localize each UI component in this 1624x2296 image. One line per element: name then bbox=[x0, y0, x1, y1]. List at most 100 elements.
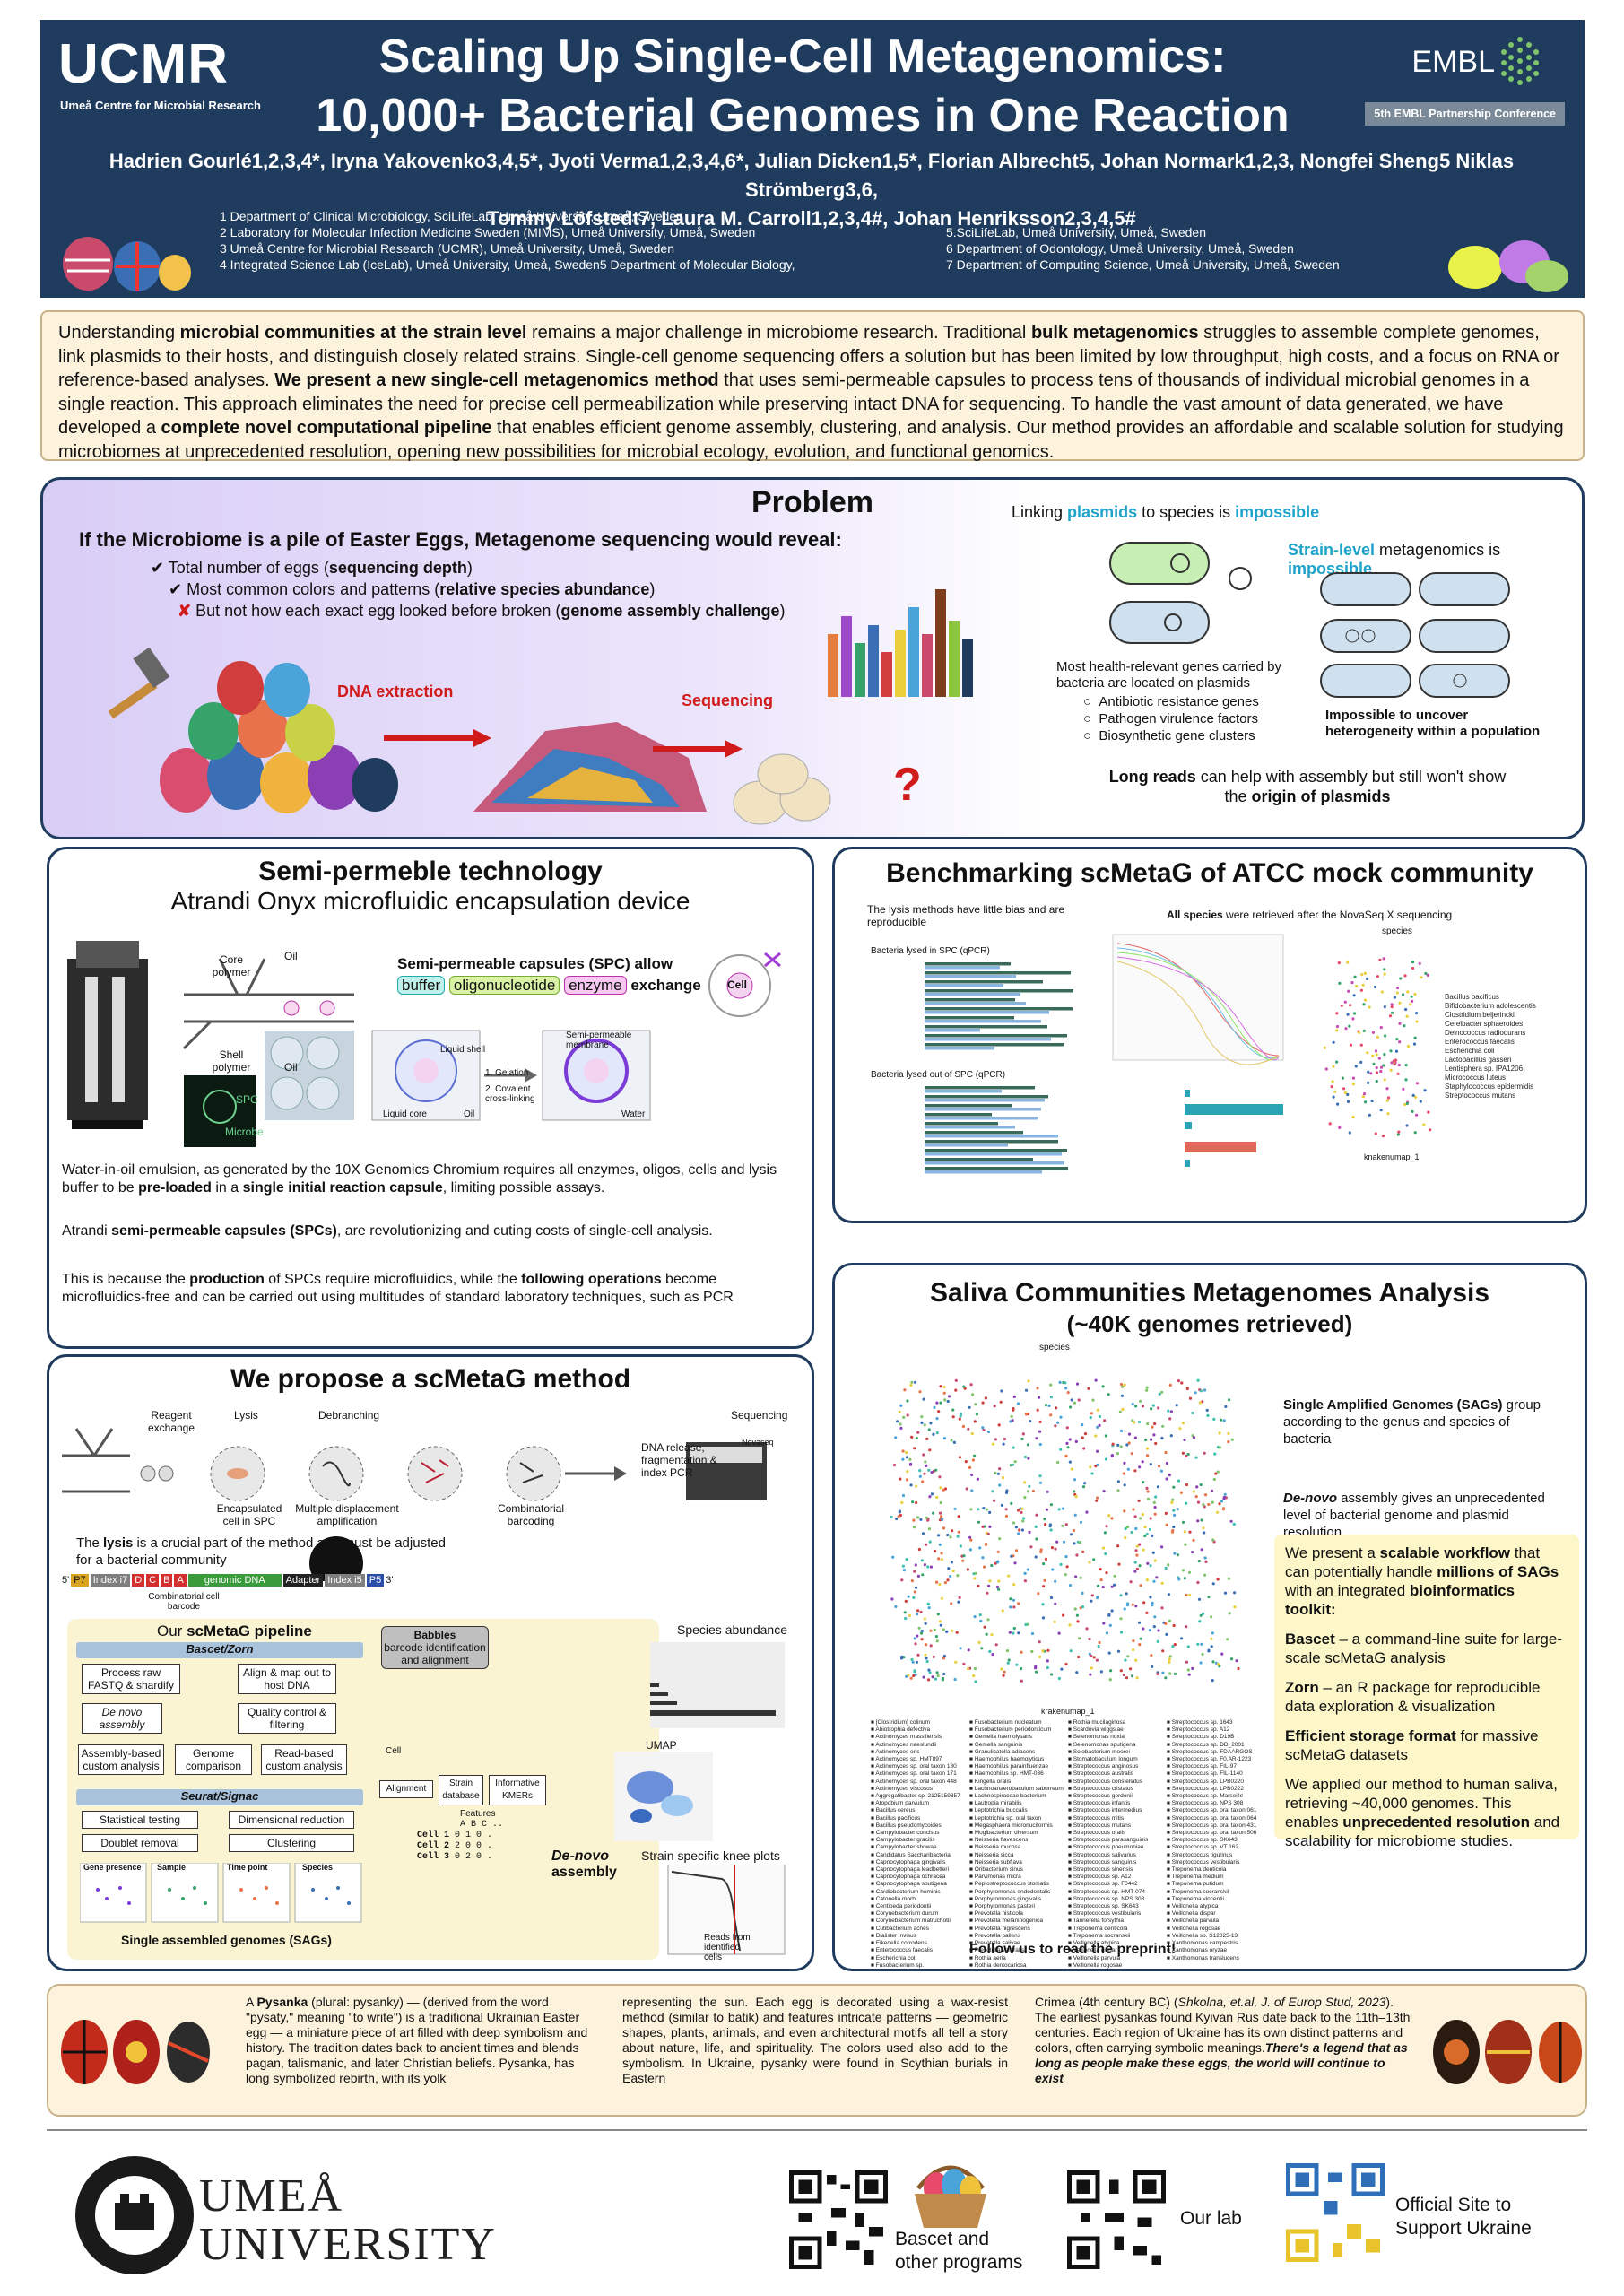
umap-point bbox=[1385, 1087, 1389, 1091]
exchange-labels: buffer oligonucleotide enzyme exchange bbox=[397, 976, 701, 995]
ukraine-qr-code[interactable] bbox=[1286, 2163, 1385, 2262]
conference-badge: 5th EMBL Partnership Conference bbox=[1365, 102, 1565, 126]
umap-point bbox=[1185, 1454, 1188, 1458]
author-list: Hadrien Gourlé1,2,3,4*, Iryna Yakovenko3… bbox=[76, 147, 1547, 233]
umap-point bbox=[951, 1529, 954, 1533]
umap-point bbox=[1389, 1049, 1393, 1053]
umap-point bbox=[1403, 1024, 1406, 1028]
qpcr-bar bbox=[925, 1011, 1049, 1014]
gene-item: ○ Pathogen virulence factors bbox=[1083, 711, 1259, 726]
umap-point bbox=[929, 1565, 934, 1569]
umap-point bbox=[1120, 1394, 1124, 1397]
workflow-emph: bioinformatics toolkit: bbox=[1285, 1582, 1515, 1618]
pysanka-legend: There's a legend that as long as people … bbox=[1035, 2040, 1408, 2085]
umap-point bbox=[1374, 1049, 1378, 1053]
umap-point bbox=[1375, 1079, 1378, 1083]
umap-point bbox=[1383, 972, 1386, 976]
umap-point bbox=[1131, 1402, 1134, 1406]
umap-point bbox=[1054, 1547, 1057, 1551]
umap-point bbox=[1415, 1020, 1419, 1023]
umap-point bbox=[968, 1535, 972, 1539]
legend-item: ■ Porphyromonas gingivalis bbox=[969, 1895, 1042, 1902]
umap-point bbox=[905, 1558, 908, 1561]
intro-emph: We present a new single-cell metagenomic… bbox=[274, 370, 719, 390]
umap-point bbox=[1099, 1568, 1102, 1571]
umap-point bbox=[1073, 1490, 1076, 1493]
umap-point bbox=[991, 1653, 994, 1657]
umap-point bbox=[1223, 1492, 1227, 1496]
umap-point bbox=[900, 1655, 904, 1658]
legend-item: ■ Streptococcus sanguinis bbox=[1068, 1858, 1137, 1866]
umap-point bbox=[1116, 1480, 1120, 1483]
lysis-emph: lysis bbox=[103, 1535, 134, 1551]
umap-point bbox=[1107, 1514, 1111, 1518]
legend-item: ■ Oribacterium sinus bbox=[969, 1866, 1023, 1874]
legend-item: ■ Eikenella corrodens bbox=[871, 1940, 927, 1947]
umap-point bbox=[1335, 1012, 1339, 1015]
umap-point bbox=[939, 1401, 942, 1405]
bascet-qr-code[interactable] bbox=[789, 2170, 888, 2269]
legend-item: Bifidobacterium adolescentis bbox=[1445, 1002, 1536, 1010]
umap-point bbox=[1137, 1621, 1142, 1624]
umap-point bbox=[892, 1463, 897, 1467]
umap-point bbox=[906, 1399, 909, 1403]
umap-point bbox=[1095, 1499, 1099, 1502]
umap-point bbox=[1211, 1631, 1214, 1635]
umap-point bbox=[904, 1599, 908, 1603]
umap-point bbox=[1094, 1378, 1098, 1382]
storage-text: for massive scMetaG datasets bbox=[1285, 1727, 1539, 1763]
lab-qr-code[interactable] bbox=[1067, 2170, 1166, 2269]
long-reads-note: Long reads can help with assembly but st… bbox=[1101, 767, 1514, 806]
umap-point bbox=[988, 1510, 992, 1514]
umap-point bbox=[942, 1526, 946, 1530]
umap-point bbox=[1107, 1651, 1111, 1655]
legend-item: ■ Neisseria flavescens bbox=[969, 1837, 1029, 1844]
legend-item: ■ Bacillus pseudomycoides bbox=[871, 1822, 942, 1829]
umap-point bbox=[1216, 1663, 1220, 1666]
sequencing-label: Sequencing bbox=[731, 1409, 788, 1422]
umap-point bbox=[1046, 1648, 1050, 1652]
easter-eggs-left-icon bbox=[63, 237, 191, 291]
umap-point bbox=[986, 1430, 991, 1434]
umap-point bbox=[1202, 1612, 1205, 1615]
umap-point bbox=[1422, 1123, 1426, 1126]
umap-point bbox=[1073, 1401, 1077, 1405]
umap-point bbox=[1382, 1064, 1385, 1067]
title-line-2: 10,000+ Bacterial Genomes in One Reactio… bbox=[316, 90, 1290, 142]
umap-point bbox=[1012, 1446, 1015, 1449]
umap-point bbox=[1130, 1530, 1133, 1535]
umap-point bbox=[1035, 1513, 1038, 1517]
gene-text: Pathogen virulence factors bbox=[1099, 711, 1259, 726]
umap-point bbox=[1038, 1442, 1042, 1447]
umap-point bbox=[1192, 1436, 1195, 1439]
umap-point bbox=[1085, 1510, 1089, 1514]
umap-point bbox=[1214, 1472, 1218, 1475]
umap-point bbox=[1203, 1493, 1208, 1497]
umap-point bbox=[1167, 1593, 1170, 1596]
umap-point bbox=[937, 1410, 941, 1413]
umap-point bbox=[981, 1401, 985, 1405]
sequencing-label: Sequencing bbox=[682, 691, 774, 709]
species-abundance-label: Species abundance bbox=[677, 1622, 787, 1637]
umap-point bbox=[1347, 989, 1350, 993]
umap-point bbox=[1372, 1062, 1376, 1065]
umap-point bbox=[1151, 1425, 1154, 1429]
qpcr-bar bbox=[925, 1108, 1041, 1111]
umap-point bbox=[1350, 981, 1354, 985]
umap-point bbox=[1398, 1001, 1402, 1004]
umap-point bbox=[960, 1412, 963, 1416]
umap-point bbox=[906, 1478, 909, 1482]
umap-point bbox=[1384, 1034, 1387, 1038]
umap-point bbox=[1091, 1398, 1095, 1402]
umap-point bbox=[1042, 1562, 1046, 1566]
saliva-legend-col-3: ■ Rothia mucilaginosa■ Scardovia wiggsia… bbox=[1068, 1719, 1167, 1970]
umap-point bbox=[1064, 1523, 1068, 1526]
semi-text: Water-in-oil emulsion, as generated by t… bbox=[62, 1162, 777, 1196]
umap-point bbox=[1149, 1517, 1152, 1520]
legend-item: ■ Streptococcus sp. HMT-074 bbox=[1068, 1888, 1145, 1895]
legend-item: ■ Leptotrichia sp. oral taxon bbox=[969, 1814, 1042, 1822]
umap-point bbox=[1222, 1419, 1226, 1422]
umap-point bbox=[1183, 1438, 1186, 1442]
umap-point bbox=[1233, 1605, 1237, 1609]
umap-point bbox=[1065, 1426, 1069, 1430]
